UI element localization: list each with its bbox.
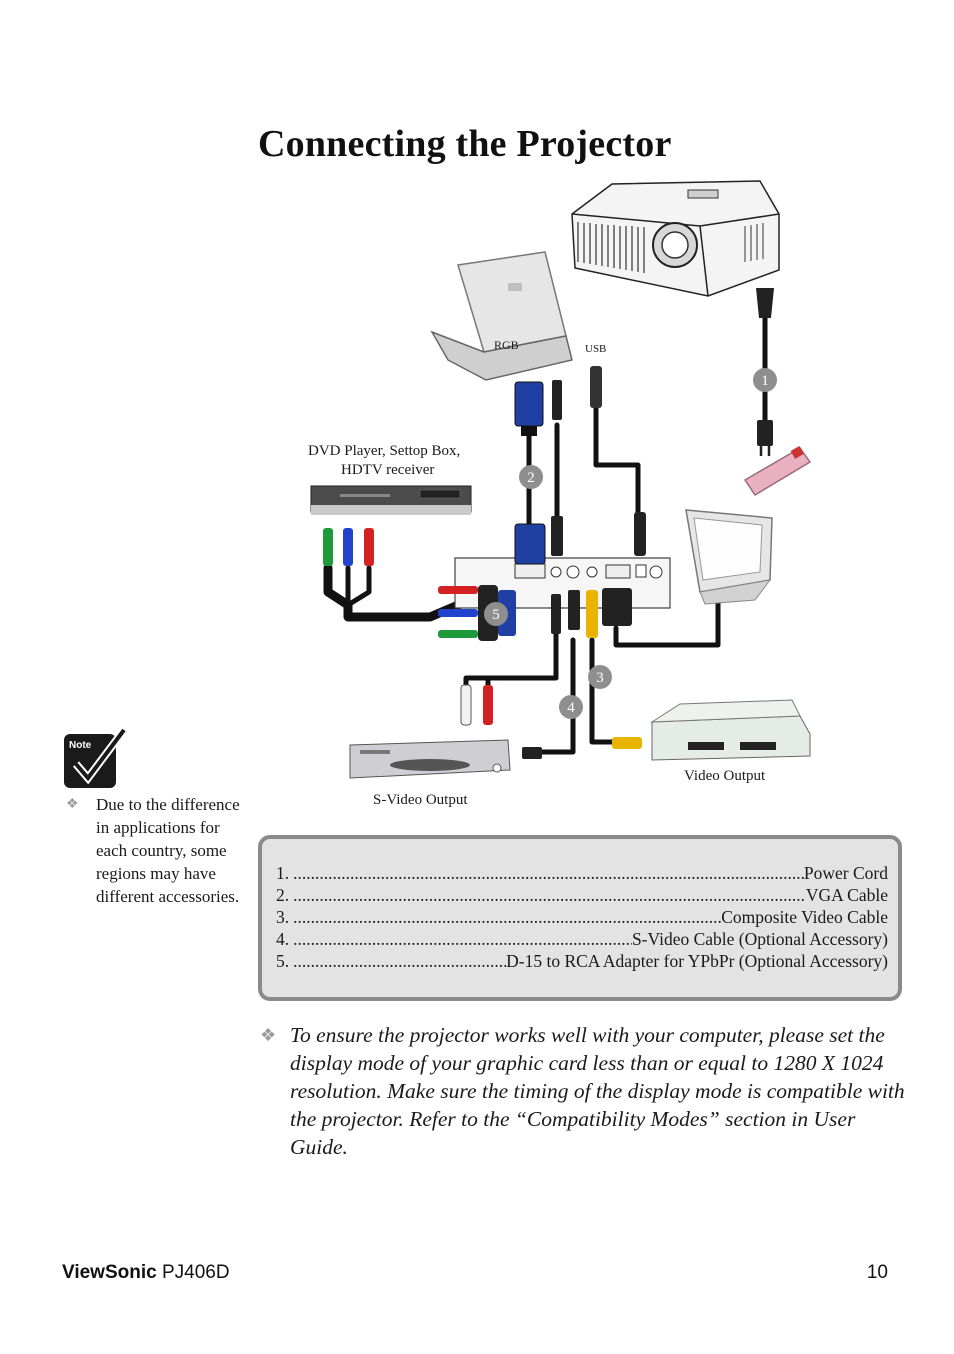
svg-text:4: 4	[567, 700, 575, 716]
dvd-player-icon	[310, 485, 472, 515]
callout-3: 3	[588, 665, 612, 689]
usb-connector-panel	[634, 512, 646, 556]
note-text: ❖ Due to the difference in applications …	[66, 793, 251, 908]
audio-out-connector-panel	[551, 594, 561, 634]
connection-diagram: RGB USB DVD Player, Settop Box, HDTV rec…	[308, 180, 812, 808]
vcr-icon	[650, 699, 811, 761]
rca-red-plug	[483, 685, 493, 725]
svg-text:2: 2	[527, 470, 535, 486]
video-output-label: Video Output	[684, 768, 766, 784]
rgb-port-label: RGB	[494, 338, 519, 352]
compatibility-tip: ❖ To ensure the projector works well wit…	[260, 1021, 910, 1161]
tip-body: To ensure the projector works well with …	[290, 1023, 905, 1159]
composite-cable	[589, 637, 615, 745]
power-plug-icon	[756, 288, 774, 456]
model-name: PJ406D	[156, 1262, 230, 1283]
svideo-cable	[525, 637, 576, 755]
ypbpr-adapter-icon	[438, 585, 516, 641]
note-icon: Note	[64, 727, 128, 788]
usb-port-label: USB	[585, 343, 606, 355]
legend-item: 5.D-15 to RCA Adapter for YPbPr (Optiona…	[276, 951, 888, 973]
audio-connector-top	[552, 380, 562, 420]
note-icon-label: Note	[69, 740, 92, 751]
callout-5: 5	[484, 602, 508, 626]
composite-connector-panel	[586, 590, 598, 638]
cable-legend: 1.Power Cord 2.VGA Cable 3.Composite Vid…	[258, 835, 902, 1001]
audio-rca-cable	[485, 629, 559, 693]
brand-name: ViewSonic	[62, 1262, 157, 1283]
footer-brand: ViewSonic PJ406D	[62, 1262, 230, 1284]
rca-white-plug	[460, 684, 472, 726]
laptop-icon	[430, 251, 573, 381]
dvd-label-line1: DVD Player, Settop Box,	[308, 443, 460, 459]
tip-bullet: ❖	[260, 1025, 277, 1045]
callout-4: 4	[559, 695, 583, 719]
svg-text:5: 5	[492, 607, 500, 623]
note-body: Due to the difference in applications fo…	[96, 795, 240, 906]
legend-list: 1.Power Cord 2.VGA Cable 3.Composite Vid…	[276, 863, 888, 973]
vga-connector-top	[514, 381, 544, 436]
note-bullet: ❖	[66, 797, 79, 812]
legend-item: 2.VGA Cable	[276, 885, 888, 907]
composite-plug	[612, 737, 642, 749]
rca-plugs-dvd	[323, 528, 374, 566]
usb-connector-top	[590, 366, 602, 408]
page-title: Connecting the Projector	[258, 123, 672, 165]
legend-item: 1.Power Cord	[276, 863, 888, 885]
svideo-connector-panel	[568, 590, 580, 630]
power-strip-icon	[743, 446, 812, 497]
callout-2: 2	[519, 465, 543, 489]
svg-text:3: 3	[596, 670, 604, 686]
svideo-plug	[522, 747, 542, 759]
component-bundle	[323, 563, 475, 622]
vga-connector-panel	[514, 523, 546, 565]
crt-monitor-icon	[685, 509, 773, 605]
svideo-output-label: S-Video Output	[373, 792, 468, 808]
svideo-player-icon	[349, 739, 511, 779]
usb-cable	[593, 402, 641, 523]
page-number: 10	[866, 1262, 888, 1283]
projector-icon	[571, 180, 780, 297]
svg-text:1: 1	[761, 373, 769, 389]
audio-connector-panel	[551, 516, 563, 556]
monitor-vga-connector	[602, 588, 632, 626]
legend-item: 3.Composite Video Cable	[276, 907, 888, 929]
monitor-cable	[613, 597, 721, 648]
component-bundle-3	[345, 565, 372, 608]
callout-1: 1	[753, 368, 777, 392]
legend-item: 4.S-Video Cable (Optional Accessory)	[276, 929, 888, 951]
dvd-label-line2: HDTV receiver	[341, 462, 434, 478]
